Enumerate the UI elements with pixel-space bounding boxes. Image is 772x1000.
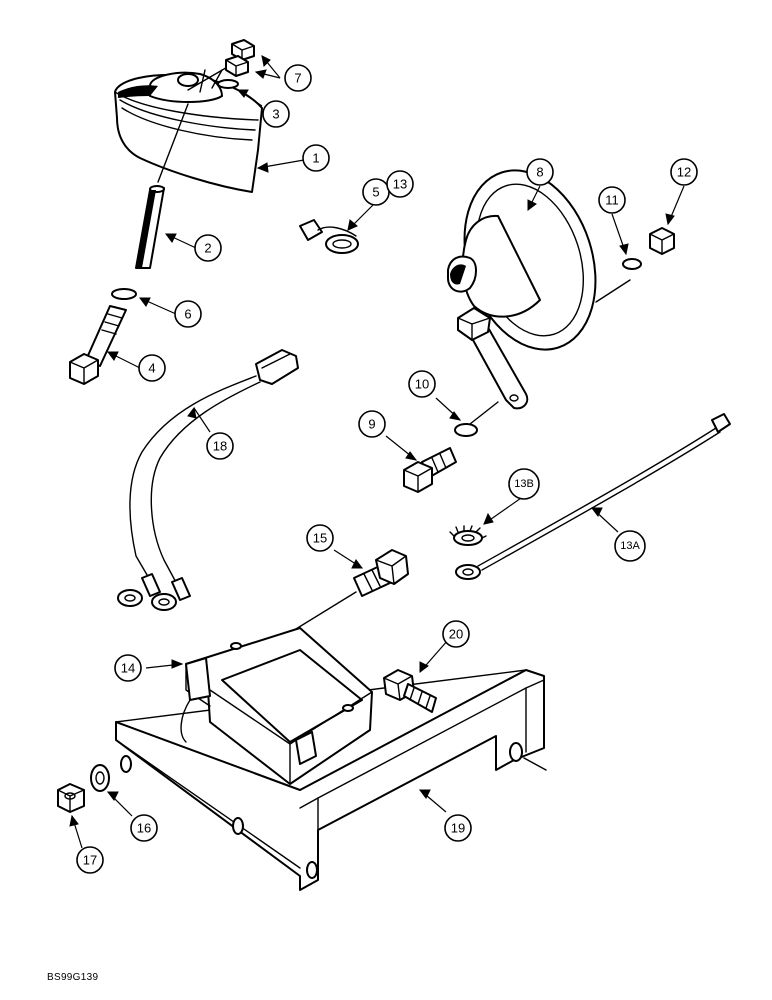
- washer-icon: [217, 79, 239, 89]
- nut-icon: [225, 39, 255, 77]
- horn-left-icon: [114, 69, 263, 193]
- svg-text:12: 12: [677, 165, 691, 180]
- bolt-icon: [69, 305, 127, 385]
- svg-text:5: 5: [372, 185, 379, 200]
- arrowheads: [69, 55, 675, 827]
- callout-1: 1: [302, 144, 330, 172]
- callout-17: 17: [76, 846, 104, 874]
- ground-wire-icon: [455, 413, 731, 580]
- bolt-icon: [383, 669, 437, 713]
- callout-13B: 13B: [508, 468, 540, 500]
- svg-text:13: 13: [393, 177, 407, 192]
- callout-8: 8: [526, 158, 554, 186]
- callout-3: 3: [262, 100, 290, 128]
- svg-text:8: 8: [536, 165, 543, 180]
- callout-5: 5: [362, 178, 390, 206]
- callout-9: 9: [358, 410, 386, 438]
- svg-text:18: 18: [213, 439, 227, 454]
- svg-text:13A: 13A: [620, 540, 640, 552]
- svg-text:11: 11: [605, 193, 619, 208]
- callout-12: 12: [670, 158, 698, 186]
- drawing-code: BS99G139: [47, 972, 99, 983]
- ground-wire-icon: [299, 219, 359, 254]
- callout-7: 7: [284, 64, 312, 92]
- horn-right-icon: [447, 169, 631, 410]
- bolt-icon: [353, 549, 409, 597]
- callout-14: 14: [114, 654, 142, 682]
- callout-10: 10: [408, 370, 436, 398]
- nut-icon: [649, 227, 675, 255]
- nut-icon: [57, 783, 85, 813]
- bolt-axis-line: [157, 103, 189, 183]
- svg-text:4: 4: [148, 361, 155, 376]
- svg-text:13B: 13B: [514, 478, 534, 490]
- washer-icon: [90, 764, 110, 792]
- fastener-axis-line: [469, 401, 499, 425]
- washer-icon: [454, 423, 478, 437]
- callout-4: 4: [138, 354, 166, 382]
- svg-text:16: 16: [137, 821, 151, 836]
- spacer-icon: [135, 185, 165, 269]
- mounting-bracket-icon: [115, 669, 547, 891]
- callout-20: 20: [442, 620, 470, 648]
- wire-harness-icon: [117, 349, 299, 611]
- callout-11: 11: [598, 186, 626, 214]
- callout-15: 15: [306, 524, 334, 552]
- callout-2: 2: [194, 234, 222, 262]
- washer-icon: [622, 258, 642, 270]
- callout-16: 16: [130, 814, 158, 842]
- relay-icon: [180, 627, 373, 785]
- svg-text:19: 19: [451, 821, 465, 836]
- svg-text:1: 1: [312, 151, 319, 166]
- callout-13: 13: [386, 170, 414, 198]
- washer-icon: [111, 288, 137, 300]
- callout-19: 19: [444, 814, 472, 842]
- callout-13A: 13A: [614, 530, 646, 562]
- callout-6: 6: [174, 300, 202, 328]
- svg-text:17: 17: [83, 853, 97, 868]
- svg-text:20: 20: [449, 627, 463, 642]
- svg-text:2: 2: [204, 241, 211, 256]
- svg-text:6: 6: [184, 307, 191, 322]
- svg-text:3: 3: [272, 107, 279, 122]
- svg-text:9: 9: [368, 417, 375, 432]
- bolt-icon: [403, 447, 457, 493]
- svg-text:14: 14: [121, 661, 135, 676]
- svg-text:7: 7: [294, 71, 301, 86]
- svg-text:10: 10: [415, 377, 429, 392]
- callout-18: 18: [206, 432, 234, 460]
- washer-icon: [449, 525, 487, 546]
- svg-text:15: 15: [313, 531, 327, 546]
